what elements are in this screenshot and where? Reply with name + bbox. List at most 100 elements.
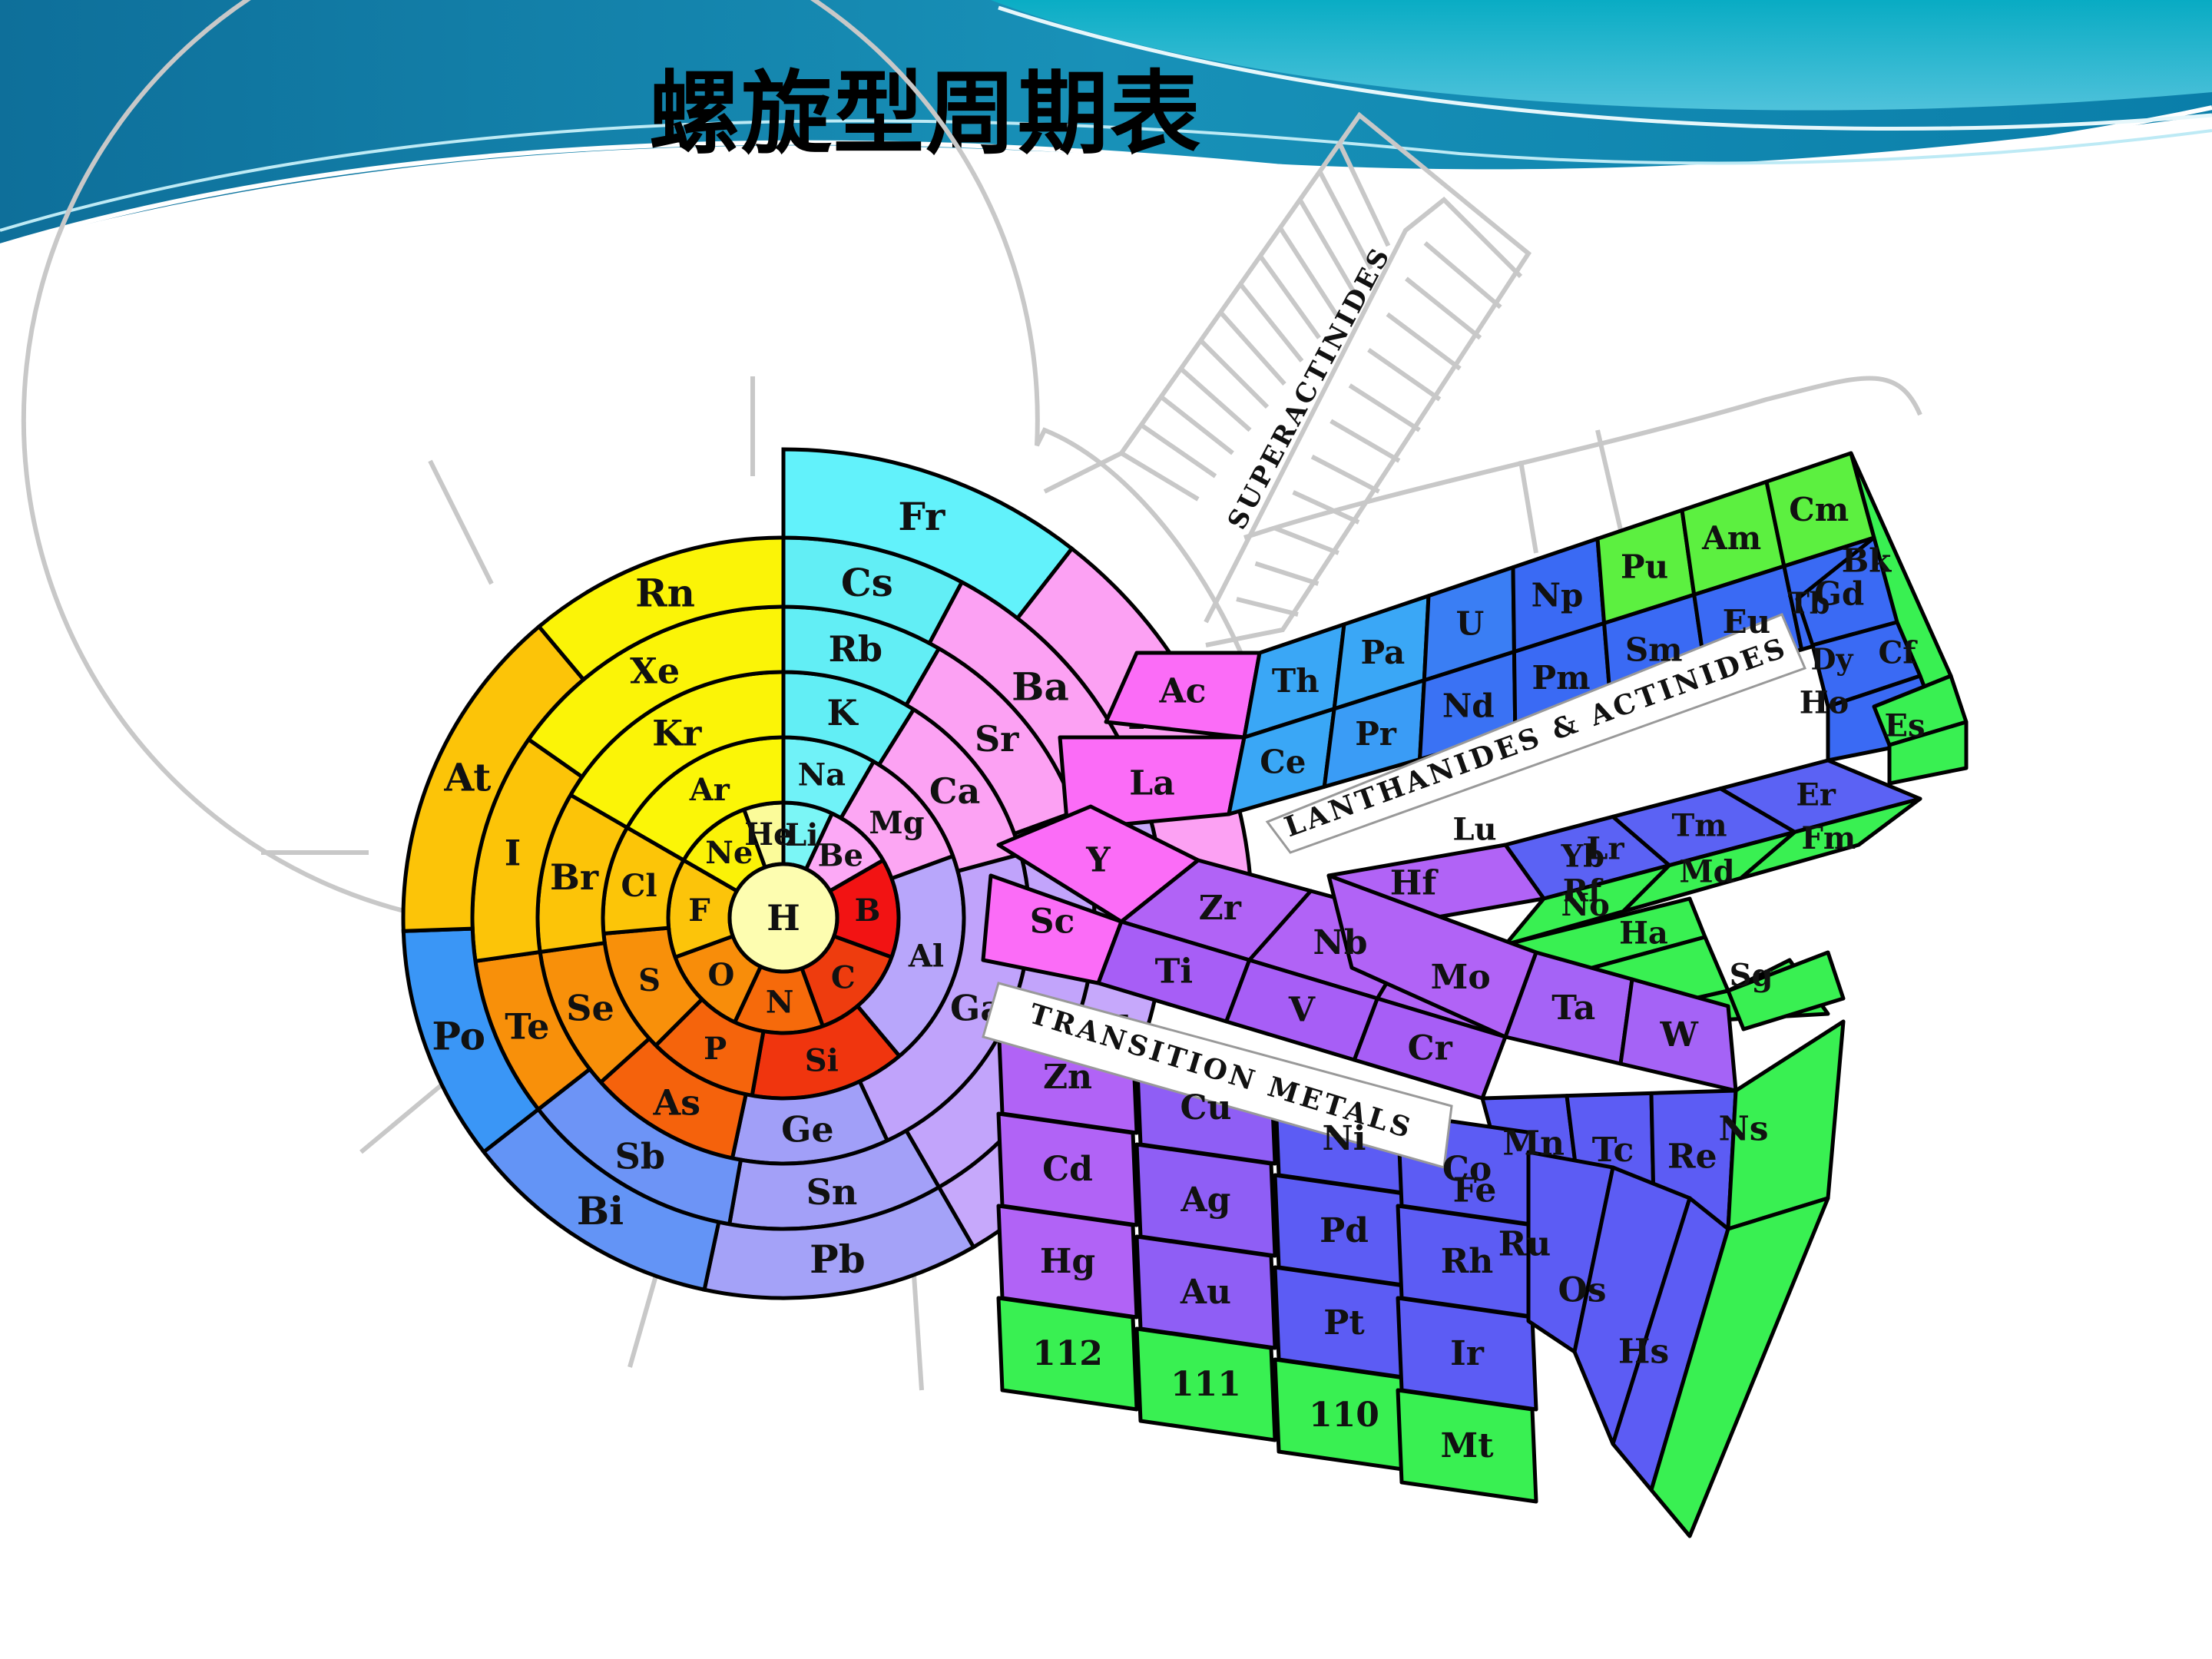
element-label-Ta: Ta: [1551, 988, 1595, 1028]
header-wave-banner: [0, 0, 2212, 248]
element-label-Pb: Pb: [810, 1237, 866, 1282]
element-label-Zr: Zr: [1199, 889, 1242, 928]
element-label-Br: Br: [550, 856, 599, 898]
element-label-Sr: Sr: [975, 718, 1019, 760]
superactinides-arm: [1043, 111, 1532, 647]
element-label-Ce: Ce: [1260, 743, 1306, 780]
element-label-Cf: Cf: [1878, 635, 1918, 671]
element-label-Md: Md: [1679, 854, 1734, 890]
element-Hs: [1649, 1196, 1830, 1538]
element-label-Eu: Eu: [1723, 603, 1771, 641]
element-label-At: At: [443, 754, 491, 800]
element-label-Cu: Cu: [1180, 1088, 1231, 1128]
element-label-Es: Es: [1884, 708, 1925, 744]
element-label-Te: Te: [505, 1006, 549, 1048]
ghost-spokes: [261, 376, 1092, 1391]
element-label-Mn: Mn: [1502, 1124, 1565, 1164]
ring-4: [470, 604, 1097, 1231]
element-label-Pt: Pt: [1323, 1303, 1365, 1343]
ghost-upper-sweep: [1243, 376, 1922, 554]
element-label-V: V: [1288, 991, 1316, 1030]
ghost-outer-ring: [21, 0, 1247, 929]
element-label-S: S: [638, 962, 661, 998]
element-label-Er: Er: [1796, 777, 1836, 813]
element-label-Sb: Sb: [615, 1136, 665, 1177]
element-label-Lu: Lu: [1452, 812, 1496, 848]
element-label-Gd: Gd: [1814, 575, 1864, 613]
element-Cd: [996, 1111, 1139, 1227]
element-label-Re: Re: [1667, 1137, 1717, 1176]
element-label-Kr: Kr: [652, 713, 702, 754]
element-label-Rb: Rb: [829, 628, 882, 670]
element-label-111: 111: [1171, 1365, 1241, 1404]
element-label-112: 112: [1032, 1334, 1103, 1373]
element-label-U: U: [1456, 605, 1485, 643]
element-Au: [1134, 1234, 1277, 1350]
slide-title: 螺旋型周期表: [649, 61, 1203, 167]
element-label-Ca: Ca: [929, 770, 980, 812]
lanthanides-actinides-arm: [1058, 451, 1969, 1031]
element-label-W: W: [1660, 1015, 1699, 1055]
element-label-Sc: Sc: [1030, 902, 1075, 942]
element-label-Cm: Cm: [1789, 491, 1849, 528]
element-label-Li: Li: [785, 817, 818, 853]
element-label-Bi: Bi: [577, 1188, 624, 1233]
element-label-Lr: Lr: [1586, 831, 1624, 867]
element-label-As: As: [652, 1081, 700, 1123]
element-label-Ru: Ru: [1498, 1225, 1551, 1264]
element-112: [996, 1296, 1139, 1412]
element-label-Na: Na: [798, 757, 846, 793]
element-label-Ar: Ar: [689, 772, 730, 808]
element-label-Sg: Sg: [1730, 958, 1773, 994]
element-label-Ge: Ge: [781, 1109, 834, 1151]
element-label-Mo: Mo: [1431, 958, 1491, 997]
element-label-Y: Y: [1085, 841, 1111, 880]
element-label-Tb: Tb: [1788, 586, 1830, 621]
element-label-Pm: Pm: [1532, 659, 1590, 697]
element-label-Tm: Tm: [1671, 808, 1727, 844]
element-label-P: P: [704, 1031, 727, 1067]
element-label-No: No: [1561, 887, 1610, 923]
element-label-Rh: Rh: [1441, 1242, 1494, 1281]
element-label-Dy: Dy: [1810, 642, 1853, 677]
element-label-110: 110: [1309, 1396, 1379, 1435]
element-label-O: O: [707, 957, 734, 993]
element-label-La: La: [1129, 764, 1174, 803]
element-label-Au: Au: [1180, 1273, 1231, 1312]
element-label-Yb: Yb: [1561, 839, 1605, 875]
element-label-Ni: Ni: [1323, 1119, 1366, 1158]
element-label-Bk: Bk: [1842, 542, 1892, 580]
element-label-Fm: Fm: [1801, 820, 1856, 856]
element-Mt: [1396, 1388, 1538, 1504]
element-111: [1134, 1326, 1277, 1442]
element-label-Ir: Ir: [1450, 1334, 1485, 1373]
lanthanides-label-ribbon: [1265, 613, 1807, 854]
element-label-Cr: Cr: [1408, 1029, 1453, 1068]
element-label-Pr: Pr: [1355, 715, 1397, 753]
element-Hg: [996, 1204, 1139, 1320]
element-label-Ti: Ti: [1155, 952, 1193, 992]
element-label-Cl: Cl: [621, 868, 657, 904]
element-label-Cd: Cd: [1042, 1150, 1093, 1189]
element-label-Nd: Nd: [1442, 687, 1495, 724]
element-label-He: He: [744, 816, 793, 853]
element-label-Be: Be: [818, 837, 863, 873]
element-label-Co: Co: [1442, 1150, 1492, 1189]
element-label-I: I: [505, 832, 522, 873]
transition-metals-arm: [981, 804, 1846, 1538]
spiral-core: [401, 447, 1253, 1300]
element-label-Hs: Hs: [1618, 1333, 1669, 1372]
element-label-Rn: Rn: [635, 571, 695, 616]
element-label-Pu: Pu: [1621, 548, 1668, 585]
ring-2: [601, 735, 966, 1101]
element-label-Os: Os: [1558, 1271, 1606, 1310]
element-label-Sm: Sm: [1625, 631, 1683, 669]
element-label-Hf: Hf: [1390, 864, 1439, 903]
element-label-Th: Th: [1272, 662, 1320, 700]
element-label-Se: Se: [566, 987, 614, 1028]
element-label-Ba: Ba: [1012, 664, 1069, 709]
element-label-N: N: [766, 984, 794, 1020]
element-label-Po: Po: [432, 1013, 485, 1058]
element-label-Pa: Pa: [1361, 634, 1406, 671]
